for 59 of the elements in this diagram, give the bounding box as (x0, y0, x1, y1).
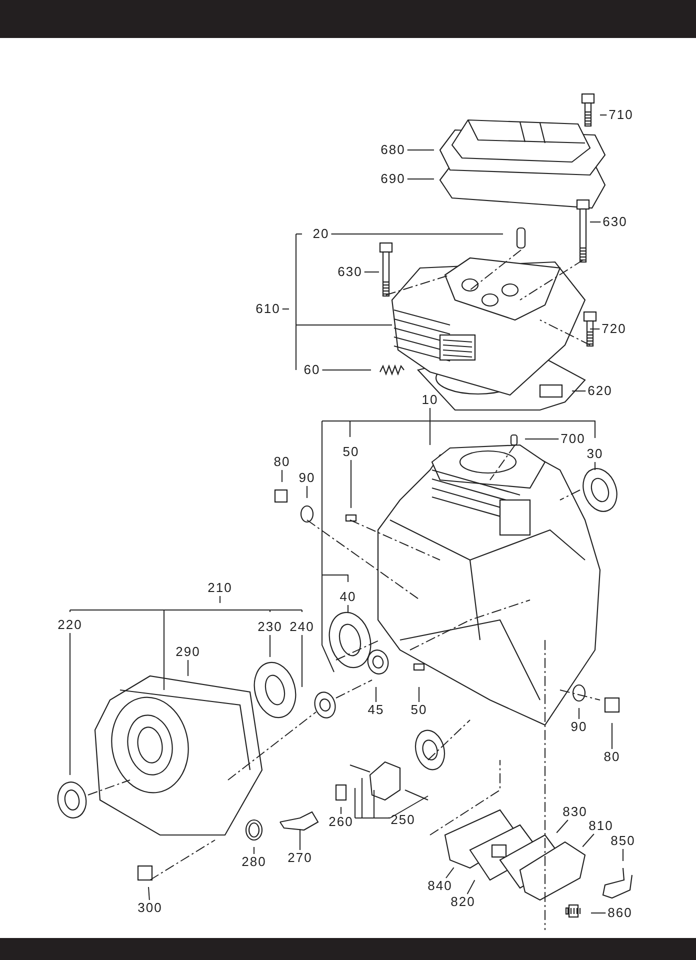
callout-number: 710 (608, 108, 634, 122)
leader-line (622, 848, 624, 862)
leader-line (350, 460, 352, 508)
bracket-leader-line (70, 596, 302, 690)
leader-line (524, 438, 560, 440)
callout-number: 810 (588, 819, 614, 833)
callout-number: 720 (602, 322, 626, 336)
leader-line (578, 708, 580, 720)
callout-number: 250 (390, 813, 416, 827)
leader-line (600, 114, 608, 116)
leader-line (590, 328, 600, 330)
callout-number: 820 (450, 895, 476, 909)
callout-number: 40 (340, 590, 356, 604)
callout-number: 20 (312, 227, 330, 241)
callout-number: 260 (328, 815, 354, 829)
callout-number: 680 (380, 143, 406, 157)
callout-number: 290 (176, 645, 200, 659)
callout-number: 690 (380, 172, 406, 186)
callout-number: 700 (560, 432, 586, 446)
leader-line (556, 820, 568, 834)
leader-line (418, 686, 420, 702)
callout-number: 80 (274, 455, 290, 469)
callout-number: 280 (242, 855, 266, 869)
leader-line (594, 462, 596, 470)
callout-number: 630 (602, 215, 628, 229)
callout-number: 90 (570, 720, 588, 734)
callout-number: 210 (208, 581, 232, 595)
callout-number: 50 (342, 445, 360, 459)
leader-line (446, 867, 454, 878)
callout-number: 830 (562, 805, 588, 819)
callout-number: 620 (588, 384, 612, 398)
callout-number: 30 (586, 447, 604, 461)
leader-line (148, 886, 150, 900)
callout-number: 220 (58, 618, 82, 632)
callout-number: 240 (290, 620, 314, 634)
leader-line (590, 912, 606, 914)
bracket-leader-line (322, 408, 596, 672)
callout-number: 80 (604, 750, 620, 764)
callout-number: 300 (138, 901, 162, 915)
callout-number: 50 (410, 703, 428, 717)
callout-number: 860 (608, 906, 632, 920)
callout-number: 840 (428, 879, 452, 893)
callout-number: 270 (288, 851, 312, 865)
callout-number: 850 (610, 834, 636, 848)
callout-number: 610 (256, 302, 280, 316)
callout-number: 60 (304, 363, 320, 377)
bracket-leader-line (354, 778, 428, 818)
callout-number: 10 (422, 393, 438, 407)
leader-line (406, 178, 434, 180)
leader-line (340, 806, 342, 814)
callout-number: 45 (368, 703, 384, 717)
leader-line (582, 834, 594, 848)
leader-line (572, 390, 586, 392)
callout-number: 230 (258, 620, 282, 634)
callout-number: 630 (338, 265, 362, 279)
leader-line (466, 880, 476, 894)
callout-number: 90 (298, 471, 316, 485)
bracket-leader-line (282, 234, 392, 370)
leader-line (306, 486, 308, 498)
